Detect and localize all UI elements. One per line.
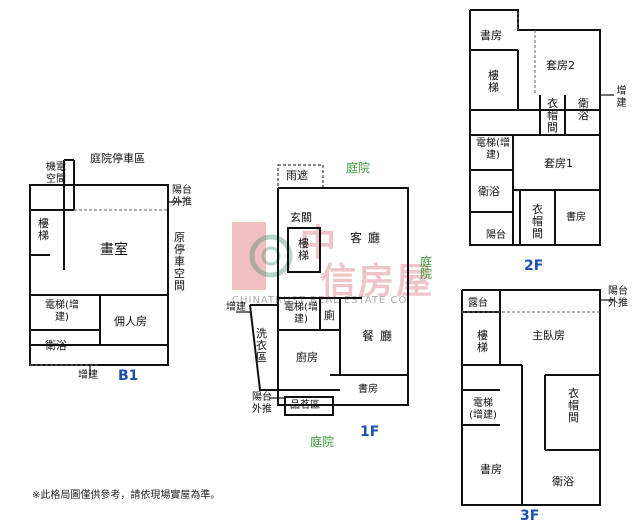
f2-bathroom-label: 衛浴 <box>478 185 500 198</box>
b1-elevator-label: 電梯(增建) <box>45 300 79 323</box>
f1-living-room-label: 客廳 <box>350 231 387 245</box>
b1-floor-label: B1 <box>118 368 139 384</box>
f1-outline <box>277 187 409 406</box>
f1-entrance-label: 玄關 <box>290 211 312 224</box>
b1-outline <box>29 184 169 366</box>
f1-garden-top-label: 庭院 <box>346 161 371 175</box>
b1-bathroom-label: 衛浴 <box>45 339 67 352</box>
f2-floor-label: 2F <box>524 258 544 274</box>
f2-study-label: 書房 <box>566 212 586 223</box>
b1-studio-label: 畫室 <box>100 242 128 258</box>
f2-elevator-label: 電梯(增建) <box>476 138 510 161</box>
f2-closet-label: 衣帽間 <box>532 203 543 240</box>
f1-extension-label: 增建 <box>226 302 246 313</box>
f1-elevator-label: 電梯(增建) <box>284 302 318 325</box>
f3-floor-label: 3F <box>520 508 540 524</box>
f3-closet-label: 衣帽間 <box>568 387 579 424</box>
f3-bathroom-label: 衛浴 <box>552 475 574 488</box>
f1-balcony-extension-label: 陽台外推 <box>252 392 272 415</box>
f1-toilet-label: 廁 <box>324 309 335 322</box>
b1-extension-label: 增建 <box>78 370 98 381</box>
f1-dining-room-label: 餐廳 <box>362 329 399 343</box>
f2-extension-label: 增建 <box>616 86 627 109</box>
f3-stairs-label: 樓梯 <box>477 329 488 354</box>
watermark-text-1: 中 <box>300 223 339 264</box>
b1-servant-room-label: 佣人房 <box>114 315 147 328</box>
f2-suite-2-label: 套房2 <box>546 59 575 72</box>
disclaimer-note: ※此格局圖僅供參考，請依現場實屋為準。 <box>32 490 221 501</box>
f2-stairs-label: 樓梯 <box>488 69 499 94</box>
watermark-text-2: 信房屋 <box>320 261 435 302</box>
f1-floor-label: 1F <box>360 424 380 440</box>
f3-master-bedroom-label: 主臥房 <box>532 329 565 342</box>
f2-small-closet-label: 衣帽間 <box>547 97 558 134</box>
f2-balcony-label: 陽台 <box>486 230 506 241</box>
f1-stairs-label: 樓梯 <box>298 237 309 262</box>
b1-stairs-label: 樓梯 <box>38 217 49 242</box>
f2-suite-1-label: 套房1 <box>544 157 573 170</box>
f3-outline <box>461 289 601 506</box>
f1-laundry-label: 洗衣區 <box>256 327 267 364</box>
b1-balcony-extension-label: 陽台外推 <box>172 185 192 208</box>
f3-elevator-label: 電梯(增建) <box>469 398 497 421</box>
watermark-english: CHINATRUST REAL ESTATE CO. <box>232 295 412 306</box>
f1-tea-area-label: 品茗區 <box>290 400 320 411</box>
f3-terrace-label: 露台 <box>468 298 488 309</box>
f1-kitchen-label: 廚房 <box>296 351 318 364</box>
b1-machine-room-label: 機電空間 <box>46 162 66 185</box>
b1-courtyard-parking-label: 庭院停車區 <box>90 152 145 165</box>
f2-study-top-label: 書房 <box>480 29 502 42</box>
f3-balcony-extension-label: 陽台外推 <box>608 286 628 309</box>
f1-study-label: 書房 <box>358 384 378 395</box>
b1-parking-space-label: 原停車空間 <box>174 231 185 292</box>
f3-study-label: 書房 <box>480 463 502 476</box>
f1-rain-shelter-label: 雨遮 <box>286 169 308 182</box>
f1-garden-bottom-label: 庭院 <box>310 435 335 449</box>
f2-small-bathroom-label: 衛浴 <box>578 97 589 122</box>
f1-garden-right-label: 庭院 <box>420 255 433 281</box>
f2-outline <box>469 9 601 246</box>
